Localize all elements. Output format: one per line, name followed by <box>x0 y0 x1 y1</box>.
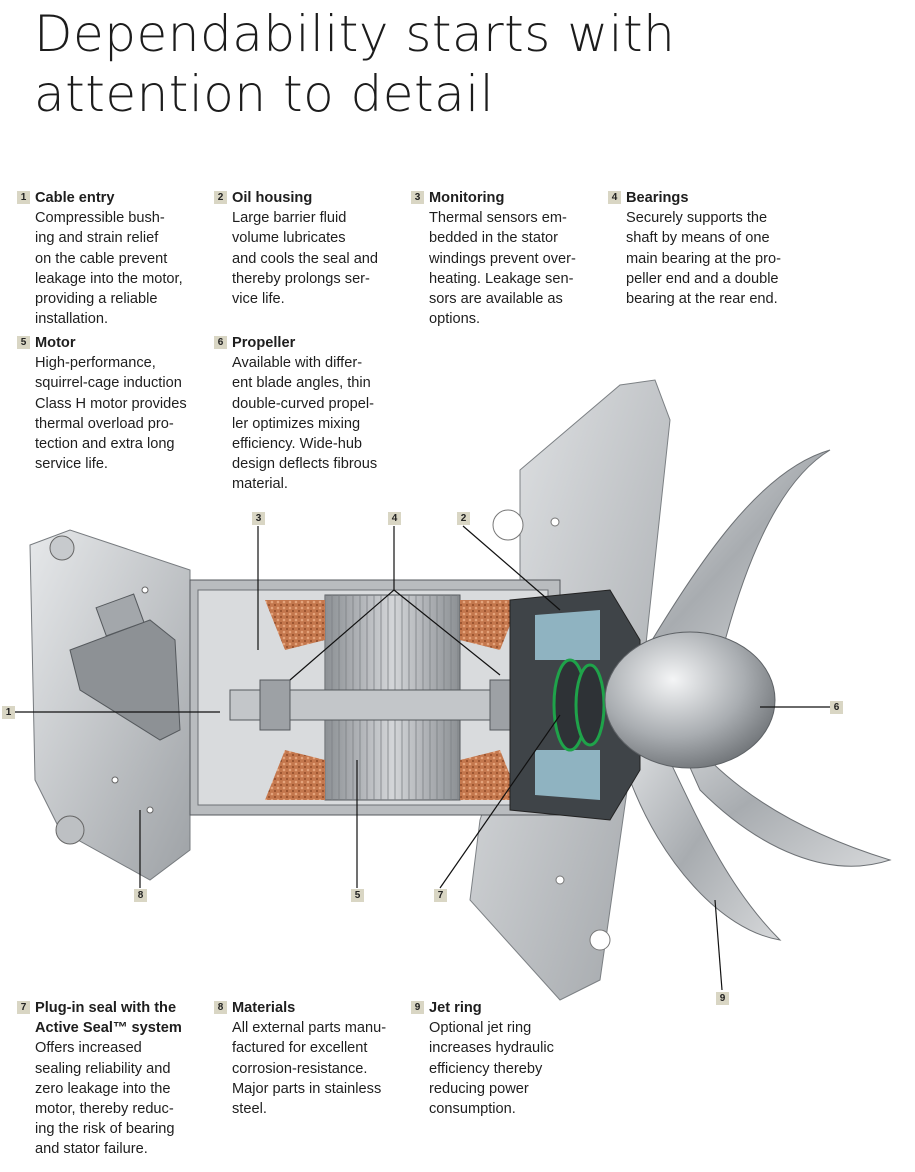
feature-text-line: vice life. <box>232 291 285 308</box>
feature-text-line: corrosion-resistance. <box>232 1060 368 1077</box>
feature-text-line: options. <box>429 311 481 328</box>
callout-badge-8: 8 <box>134 889 147 902</box>
feature-text-line: All external parts manu- <box>232 1020 387 1037</box>
feature-title: Motor <box>35 335 76 351</box>
feature-text-line: squirrel-cage induction <box>35 375 182 392</box>
feature-text-line: installation. <box>35 311 109 328</box>
feature-text-line: motor, thereby reduc- <box>35 1101 174 1118</box>
feature-text-line: Thermal sensors em- <box>429 210 567 227</box>
callout-badge-1: 1 <box>2 706 15 719</box>
feature-text-line: reducing power <box>429 1080 529 1097</box>
feature-text-line: ing the risk of bearing <box>35 1121 175 1138</box>
feature-text-line: steel. <box>232 1101 267 1118</box>
feature-text-line: main bearing at the pro- <box>626 250 781 267</box>
feature-text-line: ler optimizes mixing <box>232 415 361 432</box>
feature-monitoring: 3 Monitoring Thermal sensors em- bedded i… <box>411 188 614 329</box>
feature-number-badge: 2 <box>214 191 227 204</box>
feature-text-line: double-curved propel- <box>232 395 374 412</box>
feature-text-line: heating. Leakage sen- <box>429 270 574 287</box>
feature-title: Active Seal™ system <box>35 1020 182 1037</box>
feature-oil-housing: 2 Oil housing Large barrier fluid volume … <box>214 188 417 309</box>
feature-text-line: tection and extra long <box>35 436 175 453</box>
feature-title: Propeller <box>232 335 296 351</box>
feature-title: Monitoring <box>429 190 505 206</box>
callout-badge-2: 2 <box>457 512 470 525</box>
feature-text-line: efficiency thereby <box>429 1060 543 1077</box>
feature-number-badge: 8 <box>214 1001 227 1014</box>
feature-text-line: thermal overload pro- <box>35 415 174 432</box>
feature-text-line: Large barrier fluid <box>232 210 347 227</box>
page-title: Dependability starts with attention to d… <box>34 4 675 124</box>
callout-badge-3: 3 <box>252 512 265 525</box>
feature-text-line: windings prevent over- <box>429 250 576 267</box>
feature-text-line: design deflects fibrous <box>232 456 378 473</box>
feature-text-line: shaft by means of one <box>626 230 770 247</box>
feature-number-badge: 3 <box>411 191 424 204</box>
feature-text-line: bedded in the stator <box>429 230 559 247</box>
feature-title: Jet ring <box>429 1000 482 1016</box>
feature-bearings: 4 Bearings Securely supports the shaft by… <box>608 188 811 309</box>
feature-text-line: Securely supports the <box>626 210 768 227</box>
feature-materials: 8 Materials All external parts manu- fact… <box>214 998 417 1119</box>
feature-text-line: leakage into the motor, <box>35 270 183 287</box>
mixer-cutaway-illustration <box>15 379 892 1001</box>
feature-jet-ring: 9 Jet ring Optional jet ring increases hy… <box>411 998 614 1119</box>
feature-title: Oil housing <box>232 190 313 206</box>
feature-text-line: Compressible bush- <box>35 210 165 227</box>
feature-text-line: sealing reliability and <box>35 1060 171 1077</box>
feature-text-line: service life. <box>35 456 108 473</box>
feature-text-line: factured for excellent <box>232 1040 368 1057</box>
feature-text-line: consumption. <box>429 1101 516 1118</box>
feature-number-badge: 7 <box>17 1001 30 1014</box>
callout-badge-9: 9 <box>716 992 729 1005</box>
feature-text-line: efficiency. Wide-hub <box>232 436 363 453</box>
feature-text-line: Available with differ- <box>232 355 363 372</box>
feature-text-line: volume lubricates <box>232 230 346 247</box>
feature-text-line: material. <box>232 476 288 493</box>
callout-badge-4: 4 <box>388 512 401 525</box>
feature-text-line: ent blade angles, thin <box>232 375 371 392</box>
feature-text-line: on the cable prevent <box>35 250 168 267</box>
feature-title: Cable entry <box>35 190 115 206</box>
callout-badge-7: 7 <box>434 889 447 902</box>
feature-text-line: High-performance, <box>35 355 156 372</box>
callout-badge-5: 5 <box>351 889 364 902</box>
feature-number-badge: 6 <box>214 336 227 349</box>
feature-number-badge: 4 <box>608 191 621 204</box>
feature-title: Plug-in seal with the <box>35 1000 177 1016</box>
feature-motor: 5 Motor High-performance, squirrel-cage i… <box>17 333 220 474</box>
feature-text-line: increases hydraulic <box>429 1040 554 1057</box>
feature-text-line: Class H motor provides <box>35 395 187 412</box>
feature-text-line: thereby prolongs ser- <box>232 270 370 287</box>
feature-text-line: sors are available as <box>429 291 563 308</box>
feature-text-line: Major parts in stainless <box>232 1080 382 1097</box>
feature-text-line: and cools the seal and <box>232 250 379 267</box>
feature-text-line: Offers increased <box>35 1040 142 1057</box>
feature-text-line: zero leakage into the <box>35 1080 171 1097</box>
feature-text-line: and stator failure. <box>35 1141 148 1158</box>
feature-text-line: bearing at the rear end. <box>626 291 778 308</box>
feature-text-line: Optional jet ring <box>429 1020 532 1037</box>
feature-text-line: ing and strain relief <box>35 230 159 247</box>
title-line-1: Dependability starts with <box>34 5 676 63</box>
feature-number-badge: 9 <box>411 1001 424 1014</box>
callout-badge-6: 6 <box>830 701 843 714</box>
title-line-2: attention to detail <box>34 65 495 123</box>
feature-title: Bearings <box>626 190 689 206</box>
feature-propeller: 6 Propeller Available with differ- ent bl… <box>214 333 417 495</box>
feature-number-badge: 5 <box>17 336 30 349</box>
feature-text-line: peller end and a double <box>626 270 779 287</box>
feature-title: Materials <box>232 1000 296 1016</box>
feature-number-badge: 1 <box>17 191 30 204</box>
feature-text-line: providing a reliable <box>35 291 158 308</box>
feature-cable-entry: 1 Cable entry Compressible bush- ing and … <box>17 188 220 329</box>
